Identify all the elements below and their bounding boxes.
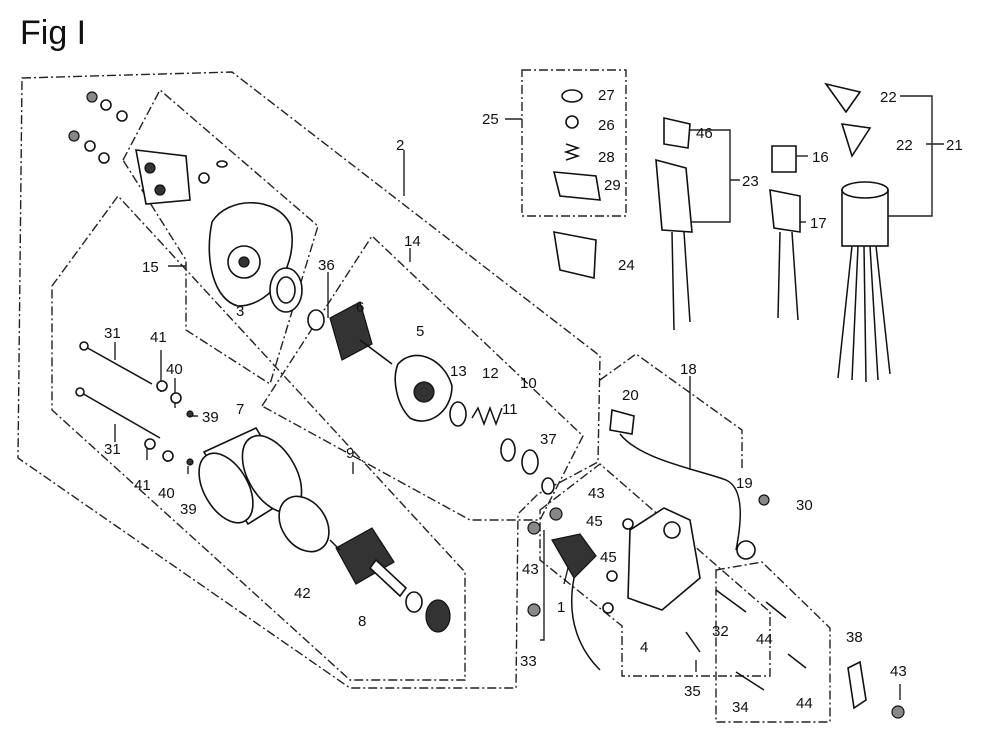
callout-7: 7 xyxy=(236,401,244,418)
callout-38: 38 xyxy=(846,629,863,646)
callout-labels: 1 2 3 4 5 6 7 8 9 10 11 12 13 14 15 16 1… xyxy=(104,87,963,716)
callout-24: 24 xyxy=(618,257,635,274)
washer-icon xyxy=(162,450,174,462)
part-yoke-7 xyxy=(198,426,303,526)
part-bolts-bottom xyxy=(527,494,905,719)
callout-21: 21 xyxy=(946,137,963,154)
callout-13: 13 xyxy=(450,363,467,380)
callout-33: 33 xyxy=(520,653,537,670)
callout-41: 41 xyxy=(150,329,167,346)
callout-16: 16 xyxy=(812,149,829,166)
callout-40: 40 xyxy=(166,361,183,378)
callout-22-second: 22 xyxy=(896,137,913,154)
callout-35: 35 xyxy=(684,683,701,700)
callout-15: 15 xyxy=(142,259,159,276)
callout-43: 43 xyxy=(588,485,605,502)
callout-25: 25 xyxy=(482,111,499,128)
figure-title: Fig I xyxy=(20,14,86,52)
callout-30: 30 xyxy=(796,497,813,514)
callout-26: 26 xyxy=(598,117,615,134)
callout-42: 42 xyxy=(294,585,311,602)
outline-group-44 xyxy=(715,561,831,723)
washer-icon xyxy=(170,392,182,404)
callout-23: 23 xyxy=(742,173,759,190)
bolt-icon xyxy=(68,130,80,142)
callout-43-second: 43 xyxy=(522,561,539,578)
callout-31: 31 xyxy=(104,325,121,342)
callout-41-second: 41 xyxy=(134,477,151,494)
callout-46: 46 xyxy=(696,125,713,142)
callout-9: 9 xyxy=(346,445,354,462)
washer-icon xyxy=(84,140,96,152)
outline-group-25 xyxy=(521,69,627,217)
callout-6: 6 xyxy=(356,299,364,316)
washer-icon xyxy=(100,99,112,111)
washer-icon xyxy=(116,110,128,122)
callout-3: 3 xyxy=(236,303,244,320)
callout-20: 20 xyxy=(622,387,639,404)
callout-29: 29 xyxy=(604,177,621,194)
part-through-bolts-31 xyxy=(75,341,194,466)
group-outlines xyxy=(17,69,831,723)
part-front-assembly-5-6 xyxy=(307,301,453,422)
part-armature-8 xyxy=(329,527,451,633)
outline-group-2 xyxy=(17,71,601,689)
callout-40-second: 40 xyxy=(158,485,175,502)
callout-10: 10 xyxy=(520,375,537,392)
washer-icon xyxy=(98,152,110,164)
callout-8: 8 xyxy=(358,613,366,630)
callout-31-second: 31 xyxy=(104,441,121,458)
callout-45-second: 45 xyxy=(600,549,617,566)
callout-45: 45 xyxy=(586,513,603,530)
part-wire-18-20 xyxy=(609,408,756,560)
callout-22: 22 xyxy=(880,89,897,106)
part-bolts-top-left xyxy=(68,91,128,164)
outline-group-bracket xyxy=(539,463,771,677)
callout-2: 2 xyxy=(396,137,404,154)
part-seals-10-13 xyxy=(449,401,555,495)
callout-34: 34 xyxy=(732,699,749,716)
part-rear-cover-3 xyxy=(208,202,303,313)
callout-37: 37 xyxy=(540,431,557,448)
washer-icon xyxy=(144,438,156,450)
part-relay-25 xyxy=(552,89,601,279)
clip-icon xyxy=(847,660,867,710)
callout-17: 17 xyxy=(810,215,827,232)
callout-36: 36 xyxy=(318,257,335,274)
callout-18: 18 xyxy=(680,361,697,378)
callout-19: 19 xyxy=(736,475,753,492)
callout-27: 27 xyxy=(598,87,615,104)
nut-icon xyxy=(758,494,770,506)
part-ignition-switch-21-22 xyxy=(824,82,891,383)
callout-5: 5 xyxy=(416,323,424,340)
outline-group-14 xyxy=(261,234,584,521)
outline-group-18 xyxy=(599,353,743,470)
callout-28: 28 xyxy=(598,149,615,166)
callout-32: 32 xyxy=(712,623,729,640)
outline-group-9 xyxy=(51,194,466,681)
washer-icon xyxy=(156,380,168,392)
callout-14: 14 xyxy=(404,233,421,250)
part-fuse-connector-23-46 xyxy=(655,116,693,331)
oring-icon xyxy=(186,410,194,418)
callout-12: 12 xyxy=(482,365,499,382)
callout-44-second: 44 xyxy=(796,695,813,712)
callout-11: 11 xyxy=(502,401,518,418)
part-connector-16-17 xyxy=(769,145,801,321)
oring-icon xyxy=(186,458,194,466)
callout-44: 44 xyxy=(756,631,773,648)
part-bracket-4-solenoid-1 xyxy=(551,507,701,671)
part-oring-42 xyxy=(278,495,330,553)
callout-43-third: 43 xyxy=(890,663,907,680)
callout-4: 4 xyxy=(640,639,648,656)
callout-39: 39 xyxy=(202,409,219,426)
bolt-icon xyxy=(86,91,98,103)
callout-1: 1 xyxy=(557,599,565,616)
washer-icon xyxy=(307,309,325,331)
callout-39-second: 39 xyxy=(180,501,197,518)
part-brush-holder xyxy=(135,149,228,205)
